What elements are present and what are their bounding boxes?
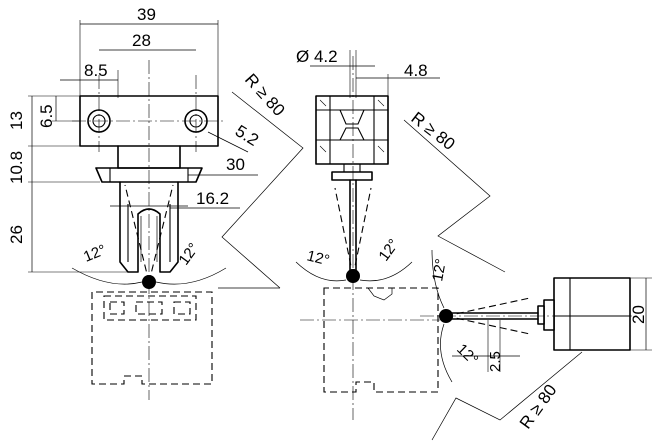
- dim-shaft-offset: 4.8: [404, 61, 428, 80]
- target-body-middle: [323, 287, 439, 393]
- dim-radius-left: R ≥ 80: [241, 70, 289, 120]
- actuator-ball-left: [142, 275, 156, 289]
- dim-shaft-diameter: Ø 4.2: [296, 47, 338, 66]
- dim-angle-mid-a: 12°: [305, 247, 331, 269]
- flange: [95, 167, 203, 183]
- right-view: [420, 249, 652, 441]
- dim-actuator-height: 26: [7, 225, 26, 244]
- middle-view: [295, 50, 506, 420]
- dim-angle-right-a: 12°: [429, 257, 450, 282]
- dim-hole-offset: 8.5: [84, 61, 108, 80]
- switch-head-side: [315, 95, 389, 165]
- target-body-left: [91, 291, 213, 385]
- dim-plunger-travel: 2.5: [487, 351, 504, 372]
- dim-hole-diameter: 5.2: [232, 121, 262, 150]
- dim-radius-middle: R ≥ 80: [408, 108, 459, 154]
- dim-angle-left-a: 12°: [81, 241, 108, 265]
- dim-angle-mid-b: 12°: [375, 236, 402, 264]
- dim-slot-width: 16.2: [196, 189, 229, 208]
- dim-angle-left-b: 12°: [175, 240, 202, 268]
- dim-hole-spacing: 28: [132, 31, 151, 50]
- dim-body-height: 10.8: [7, 151, 26, 184]
- dim-flange-width: 30: [226, 155, 245, 174]
- actuator-ball-right: [439, 309, 453, 323]
- dim-hole-height: 6.5: [37, 104, 56, 128]
- dimension-labels: 39 28 8.5 6.5 13 10.8 26 5.2 30 16.2 R ≥…: [7, 5, 648, 432]
- dim-angle-right-b: 12°: [453, 341, 481, 369]
- dim-mount-height: 13: [7, 111, 26, 130]
- dim-head-height: 20: [629, 305, 648, 324]
- left-view: [28, 20, 304, 400]
- actuator-ball-middle: [346, 269, 360, 283]
- switch-head-right: [553, 277, 631, 351]
- dim-overall-width: 39: [137, 5, 156, 24]
